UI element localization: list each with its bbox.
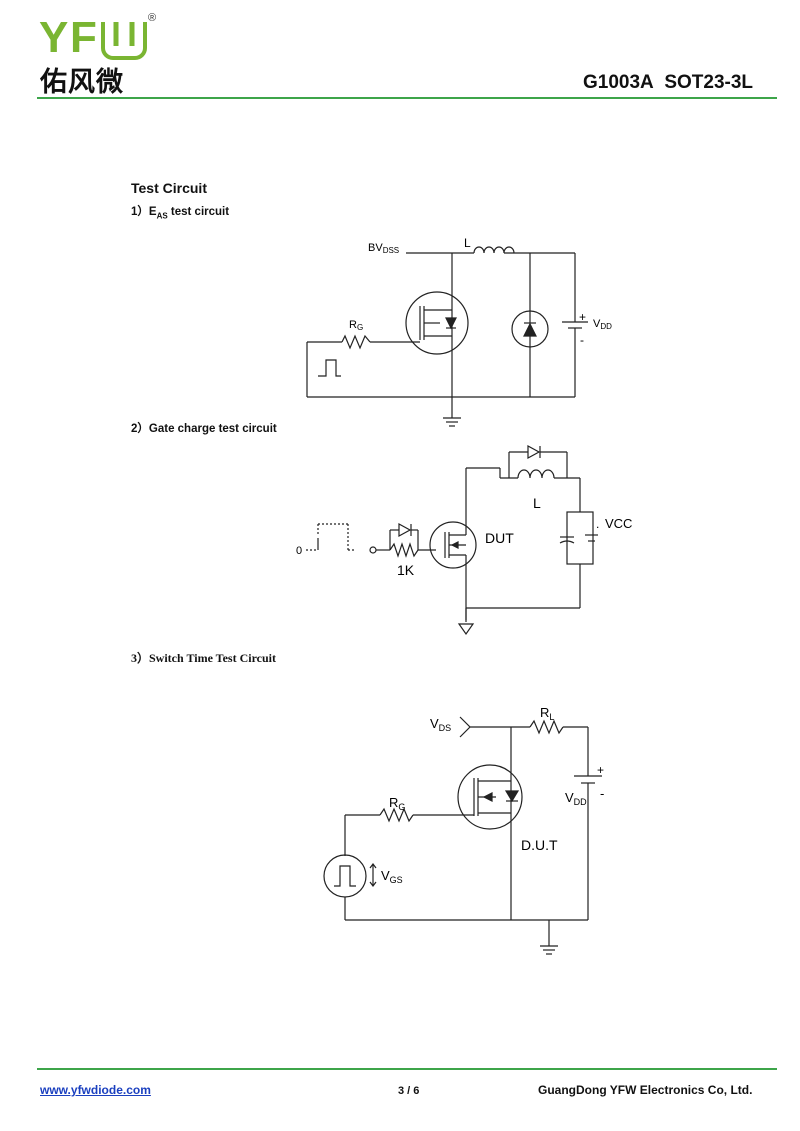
- gate-inductor-icon: [517, 469, 555, 479]
- eas-plus-label: +: [579, 310, 586, 324]
- switch-dut-label: D.U.T: [521, 837, 558, 853]
- logo-chinese-name: 佑风微: [40, 67, 124, 98]
- footer-page-number: 3 / 6: [398, 1085, 420, 1097]
- switch-dut-mosfet-icon: [457, 764, 523, 830]
- gate-vcc-dot: .: [596, 517, 599, 531]
- gate-inductor-label: L: [533, 495, 541, 511]
- gate-resistor-label: 1K: [397, 562, 415, 578]
- eas-inductor-label: L: [464, 236, 471, 250]
- logo-letter-y: Y: [39, 13, 69, 62]
- gate-dut-label: DUT: [485, 530, 514, 546]
- registered-mark: ®: [148, 12, 157, 24]
- switch-time-test-circuit: VDS RL RG + - VDD VGS D.U.T: [323, 705, 604, 955]
- eas-minus-label: -: [580, 333, 584, 347]
- logo-u-mark-icon: [101, 22, 147, 60]
- footer-rule: [37, 1068, 777, 1070]
- eas-inductor-icon: [473, 246, 515, 254]
- eas-rg-label: RG: [349, 319, 363, 332]
- eas-e: E: [148, 206, 157, 218]
- switch-vgs-label: VGS: [381, 868, 403, 885]
- switch-plus-label: +: [597, 763, 604, 777]
- switch-rg-label: RG: [389, 795, 405, 812]
- eas-sub: AS: [156, 211, 168, 221]
- eas-heading: 1）EAS test circuit: [131, 203, 229, 220]
- gate-vcc-bank-icon: [566, 511, 594, 565]
- switch-gate-resistor-icon: [379, 807, 414, 823]
- gate-charge-test-circuit: 0 DUT 1K L VCC .: [296, 444, 632, 636]
- section-title: Test Circuit: [131, 180, 207, 196]
- switch-heading: 3）Switch Time Test Circuit: [131, 651, 277, 665]
- eas-vdd-label: VDD: [593, 318, 612, 331]
- eas-number: 1）: [131, 206, 149, 218]
- switch-vds-terminal-icon: [459, 716, 471, 738]
- gate-freewheel-diode-icon: [527, 444, 541, 460]
- gate-diode-icon: [398, 522, 412, 538]
- eas-gate-resistor-icon: [341, 334, 371, 350]
- header-rule: [37, 97, 777, 99]
- switch-vdd-label: VDD: [565, 790, 587, 807]
- gate-zero-label: 0: [296, 545, 302, 557]
- logo-letter-f: F: [70, 13, 97, 62]
- gate-dut-mosfet-icon: [429, 521, 477, 569]
- gate-ground-icon: [457, 623, 475, 636]
- part-number: G1003A: [583, 72, 654, 93]
- switch-vgs-source-icon: [323, 854, 367, 898]
- gate-resistor-icon: [389, 542, 419, 558]
- switch-rl-label: RL: [540, 705, 554, 722]
- switch-minus-label: -: [600, 786, 604, 801]
- gate-vcc-label: VCC: [605, 516, 632, 531]
- eas-bv-label: BVDSS: [368, 242, 399, 255]
- switch-load-resistor-icon: [529, 719, 564, 735]
- eas-test-circuit: BVDSS L RG + - VDD: [306, 236, 612, 427]
- footer-company: GuangDong YFW Electronics Co, Ltd.: [538, 1083, 753, 1097]
- eas-mosfet-icon: [405, 291, 469, 355]
- eas-pulse-icon: [318, 359, 341, 377]
- eas-rest: test circuit: [167, 206, 230, 218]
- footer-website-link[interactable]: www.yfwdiode.com: [40, 1083, 151, 1097]
- header-title: G1003A SOT23-3L: [583, 72, 753, 94]
- gate-input-terminal-icon: [369, 546, 377, 554]
- gate-heading: 2）Gate charge test circuit: [131, 423, 277, 435]
- package-name: SOT23-3L: [664, 72, 754, 93]
- eas-diode-icon: [511, 310, 549, 348]
- switch-vds-label: VDS: [430, 716, 451, 733]
